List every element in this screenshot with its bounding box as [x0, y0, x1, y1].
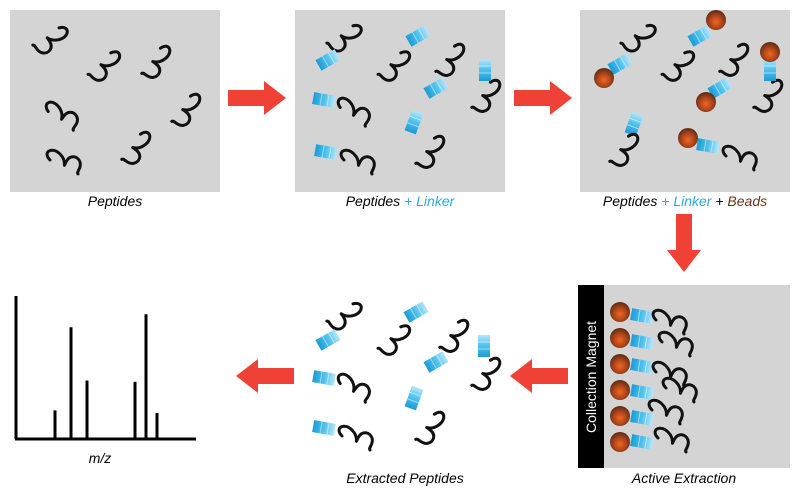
- label-mz: m/z: [88, 450, 112, 466]
- label-plus: +: [715, 193, 724, 209]
- label-active-extraction: Active Extraction: [631, 470, 737, 486]
- arrow-left-1: [510, 359, 568, 393]
- arrow-right-2: [514, 81, 572, 115]
- arrow-down: [667, 214, 701, 272]
- captured-beads-group: [610, 302, 698, 454]
- peptides-linker-group: [311, 14, 503, 176]
- label-peptides: Peptides: [87, 193, 143, 209]
- extracted-peptides-group: [311, 292, 503, 452]
- collection-magnet: Collection Magnet: [578, 285, 604, 468]
- label-linker-text-2: + Linker: [661, 193, 712, 209]
- label-peptides-linker-beads: Peptides + Linker + Beads: [575, 193, 795, 209]
- label-peptides-linker: Peptides + Linker: [295, 193, 505, 209]
- peptides-linker-beads-group: [594, 10, 785, 172]
- panel-peptides: [10, 10, 220, 192]
- mass-spectrum: [14, 296, 196, 441]
- arrow-left-2: [236, 359, 294, 393]
- label-extracted-peptides: Extracted Peptides: [346, 470, 464, 486]
- label-beads-text: Beads: [727, 193, 768, 209]
- arrow-right-1: [228, 81, 286, 115]
- label-peptides-text-2: Peptides: [602, 193, 658, 209]
- label-peptides-text: Peptides: [345, 193, 401, 209]
- label-linker-text: + Linker: [404, 193, 455, 209]
- peptides-group-1: [30, 16, 203, 176]
